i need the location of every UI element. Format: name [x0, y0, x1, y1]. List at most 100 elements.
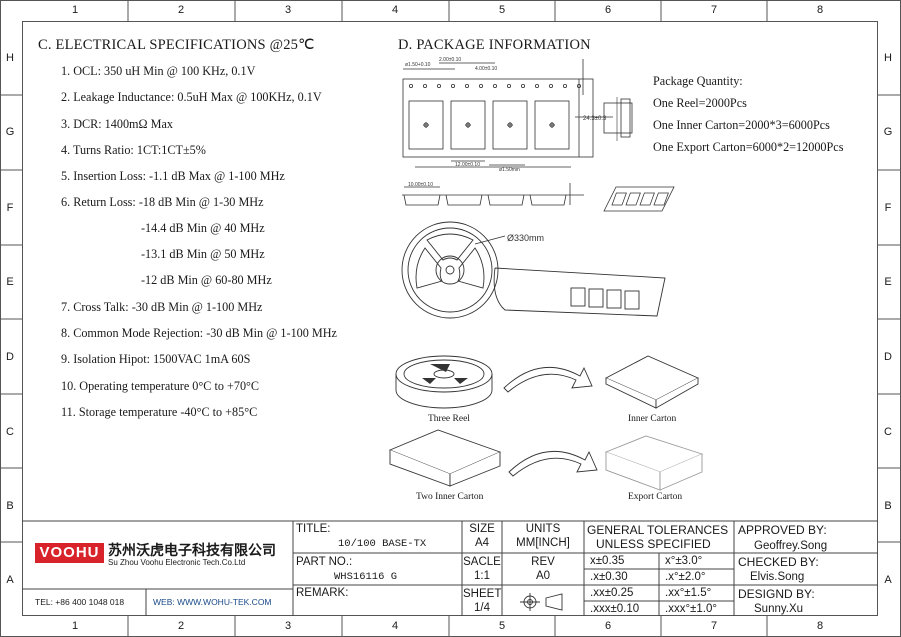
sheet-value: 1/4 — [474, 602, 490, 614]
svg-text:ø1.50min: ø1.50min — [499, 167, 520, 173]
zone-col-6-bottom: 6 — [604, 620, 612, 632]
zone-row-h-right: H — [884, 52, 892, 64]
scale-label: SACLE — [463, 556, 501, 568]
pocket-4 — [534, 100, 570, 150]
inner-border — [22, 21, 878, 616]
checked-label: CHECKED BY: — [738, 555, 819, 569]
zone-row-a-right: A — [884, 574, 892, 586]
zone-col-8: 8 — [816, 4, 824, 16]
svg-text:10.00±0.10: 10.00±0.10 — [408, 182, 433, 188]
pocket-2 — [450, 100, 486, 150]
company-tel: TEL: +86 400 1048 018 — [35, 597, 125, 607]
units-label: UNITS — [525, 523, 561, 535]
scale-value: 1:1 — [474, 570, 490, 582]
company-name-cn: 苏州沃虎电子科技有限公司 — [108, 543, 276, 559]
zone-col-1-bottom: 1 — [71, 620, 79, 632]
tape-width-dim: 24.3±0.3 — [583, 116, 607, 122]
zone-col-5: 5 — [498, 4, 506, 16]
caption-export-carton: Export Carton — [628, 492, 683, 502]
rev-label: REV — [531, 556, 555, 568]
package-export-carton: One Export Carton=6000*2=12000Pcs — [653, 140, 844, 154]
part-no-label: PART NO.: — [296, 556, 353, 568]
rev-value: A0 — [535, 570, 551, 582]
caption-two-inner-carton: Two Inner Carton — [416, 492, 484, 502]
projection-symbol-icon — [520, 593, 563, 611]
tolerance-linear-1: .x±0.30 — [590, 571, 628, 583]
zone-row-f: F — [6, 202, 14, 214]
spec-storage-temp: 11. Storage temperature -40°C to +85°C — [61, 405, 258, 419]
arrow-to-inner-carton — [503, 366, 593, 393]
tolerance-linear-3: .xxx±0.10 — [590, 603, 640, 615]
zone-columns-bottom: 1 2 3 4 5 6 7 8 — [0, 616, 901, 637]
spec-leakage: 2. Leakage Inductance: 0.5uH Max @ 100KH… — [61, 90, 322, 104]
spec-ocl: 1. OCL: 350 uH Min @ 100 KHz, 0.1V — [61, 64, 256, 78]
tolerance-title-1: GENERAL TOLERANCES — [587, 523, 729, 537]
carrier-tape-drawing: ø1.50+0.10 2.00±0.10 4.00±0.10 12.00±0.1… — [402, 57, 633, 173]
tolerance-angular-2: .xx°±1.5° — [665, 587, 712, 599]
export-carton-drawing — [604, 435, 704, 491]
approved-name: Geoffrey.Song — [754, 540, 828, 552]
zone-col-4-bottom: 4 — [391, 620, 399, 632]
zone-row-e: E — [6, 276, 14, 288]
zone-row-f-right: F — [884, 202, 892, 214]
size-label: SIZE — [469, 523, 495, 535]
spec-cmr: 8. Common Mode Rejection: -30 dB Min @ 1… — [61, 326, 337, 340]
reel-diameter: Ø330mm — [507, 233, 544, 243]
zone-row-a: A — [6, 574, 14, 586]
tape-3d-view — [603, 186, 675, 212]
tolerance-angular-3: .xxx°±1.0° — [665, 603, 717, 615]
designed-label: DESIGND BY: — [738, 587, 815, 601]
spec-operating-temp: 10. Operating temperature 0°C to +70°C — [61, 379, 260, 393]
tape-side-view: 10.00±0.10 — [402, 182, 584, 206]
zone-col-2: 2 — [177, 4, 185, 16]
spec-return-loss-50: -13.1 dB Min @ 50 MHz — [141, 247, 265, 261]
zone-row-d-right: D — [884, 351, 892, 363]
spec-return-loss: 6. Return Loss: -18 dB Min @ 1-30 MHz — [61, 195, 264, 209]
zone-row-b-right: B — [884, 500, 892, 512]
remark-label: REMARK: — [296, 587, 349, 599]
zone-row-g-right: G — [883, 126, 893, 138]
svg-text:2.00±0.10: 2.00±0.10 — [439, 57, 461, 63]
checked-name: Elvis.Song — [750, 571, 805, 583]
package-one-reel: One Reel=2000Pcs — [653, 96, 747, 110]
designed-name: Sunny.Xu — [754, 603, 804, 615]
zone-col-8-bottom: 8 — [816, 620, 824, 632]
arrow-to-export-carton — [508, 450, 598, 477]
title-value: 10/100 BASE-TX — [338, 538, 427, 550]
pocket-1 — [408, 100, 444, 150]
zone-col-2-bottom: 2 — [177, 620, 185, 632]
zone-row-d: D — [6, 351, 14, 363]
zone-row-c: C — [6, 426, 14, 438]
svg-text:12.00±0.10: 12.00±0.10 — [455, 162, 480, 168]
caption-inner-carton: Inner Carton — [628, 414, 677, 424]
inner-carton-drawing — [604, 355, 700, 409]
two-inner-carton-drawing — [388, 429, 502, 487]
tolerance-title-2: UNLESS SPECIFIED — [596, 537, 711, 551]
company-web[interactable]: WEB: WWW.WOHU-TEK.COM — [153, 597, 272, 607]
pocket-3 — [492, 100, 528, 150]
size-value: A4 — [474, 537, 490, 549]
zone-row-b: B — [6, 500, 14, 512]
package-quantity-title: Package Quantity: — [653, 74, 743, 88]
zone-col-3: 3 — [284, 4, 292, 16]
caption-three-reel: Three Reel — [428, 414, 470, 424]
zone-col-6: 6 — [604, 4, 612, 16]
spec-cross-talk: 7. Cross Talk: -30 dB Min @ 1-100 MHz — [61, 300, 263, 314]
units-value: MM[INCH] — [516, 537, 570, 549]
spec-dcr: 3. DCR: 1400mΩ Max — [61, 117, 173, 131]
approved-label: APPROVED BY: — [738, 523, 827, 537]
spec-insertion-loss: 5. Insertion Loss: -1.1 dB Max @ 1-100 M… — [61, 169, 285, 183]
zone-col-7: 7 — [710, 4, 718, 16]
tolerance-linear-0: x±0.35 — [590, 555, 625, 567]
zone-col-1: 1 — [71, 4, 79, 16]
tolerance-angular-0: x°±3.0° — [665, 555, 703, 567]
spec-return-loss-60-80: -12 dB Min @ 60-80 MHz — [141, 273, 272, 287]
electrical-spec-title: C. ELECTRICAL SPECIFICATIONS @25℃ — [38, 37, 315, 53]
sheet-label: SHEET — [463, 588, 502, 600]
reel-drawing: Ø330mm — [401, 221, 666, 319]
zone-row-e-right: E — [884, 276, 892, 288]
part-no-value: WHS16116 G — [334, 571, 398, 583]
zone-columns-top: 1 2 3 4 5 6 7 8 — [0, 0, 901, 21]
